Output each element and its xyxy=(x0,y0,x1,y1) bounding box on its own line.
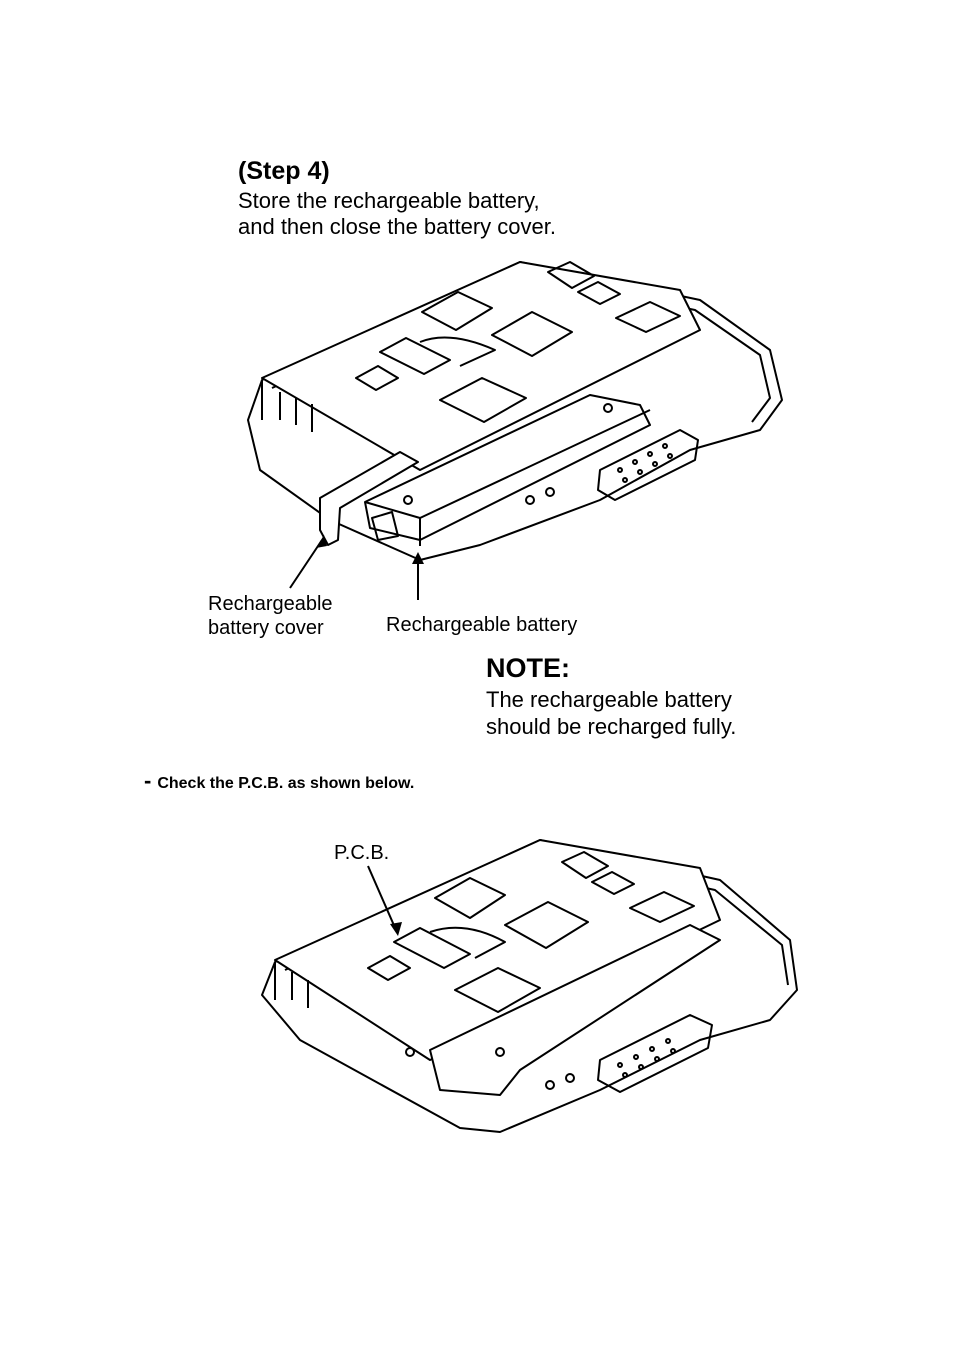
cover-label-line-2: battery cover xyxy=(208,617,324,639)
battery2-body xyxy=(429,924,721,1096)
chip2-3 xyxy=(454,967,541,1013)
side-connector xyxy=(597,429,699,501)
chip2-4 xyxy=(367,955,411,981)
battery-body xyxy=(364,394,651,541)
small2-part-1 xyxy=(561,851,609,879)
note-title: NOTE: xyxy=(486,653,570,683)
note-line-2: should be recharged fully. xyxy=(486,714,737,739)
note-line-1: The rechargeable battery xyxy=(486,687,732,712)
battery-label: Rechargeable battery xyxy=(386,614,578,636)
device-case-outline xyxy=(247,261,783,561)
small-part-2 xyxy=(577,281,621,305)
chip2-2 xyxy=(504,901,589,949)
small2-part-3 xyxy=(629,891,695,923)
step-instruction-line-1: Store the rechargeable battery, xyxy=(238,188,540,213)
arrow-pcb xyxy=(367,865,397,931)
battery-cover xyxy=(319,451,419,546)
step-instruction-line-2: and then close the battery cover. xyxy=(238,214,556,239)
side2-connector xyxy=(597,1014,713,1093)
pcb-label: P.C.B. xyxy=(334,842,390,864)
pcb-board-2 xyxy=(274,839,721,1061)
device2-case-outline xyxy=(261,839,798,1133)
chip-4 xyxy=(355,365,399,391)
small2-part-2 xyxy=(591,871,635,895)
connector-1 xyxy=(379,337,451,375)
check-instruction-text: Check the P.C.B. as shown below. xyxy=(157,775,415,792)
pcb-connector xyxy=(393,927,471,969)
arrow-cover xyxy=(289,539,323,589)
chip-2 xyxy=(491,311,573,357)
chip-1 xyxy=(421,291,493,331)
chip-3 xyxy=(439,377,527,423)
check-instruction: -Check the P.C.B. as shown below. xyxy=(144,770,414,795)
chip2-1 xyxy=(434,877,506,919)
cover-label-line-1: Rechargeable xyxy=(208,593,333,615)
bullet-dash: - xyxy=(144,768,152,793)
step-title: (Step 4) xyxy=(238,157,330,185)
small-part-1 xyxy=(547,261,595,289)
small-part-3 xyxy=(615,301,681,333)
